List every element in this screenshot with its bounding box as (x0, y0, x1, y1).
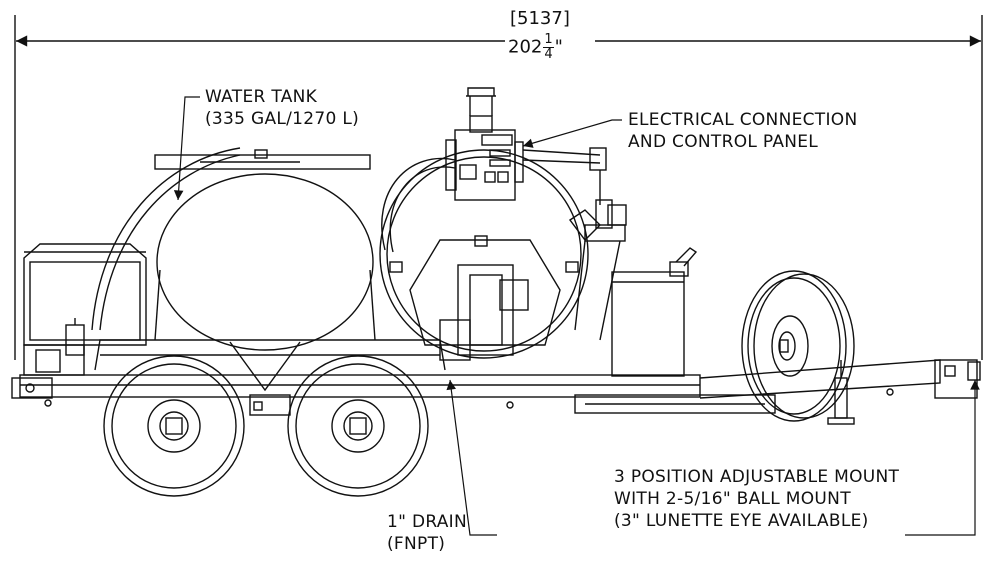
drain-label: 1" DRAIN (387, 512, 468, 532)
fraction-denominator: 4 (544, 47, 553, 62)
water-tank-capacity: (335 GAL/1270 L) (205, 109, 360, 129)
mount-label-line3: (3" LUNETTE EYE AVAILABLE) (614, 511, 869, 531)
leader-lines (173, 96, 980, 536)
trailer-frame (11, 359, 981, 425)
spare-tire (741, 270, 855, 422)
mount-label-line2: WITH 2-5/16" BALL MOUNT (614, 489, 851, 509)
overall-length-dimension (14, 15, 983, 360)
mount-callout: 3 POSITION ADJUSTABLE MOUNT WITH 2-5/16"… (614, 466, 899, 532)
electrical-label-line2: AND CONTROL PANEL (628, 132, 819, 152)
heater-drum (379, 149, 589, 361)
dimension-metric: [5137] (510, 8, 570, 29)
fuel-tank (611, 247, 698, 377)
drain-thread: (FNPT) (387, 534, 446, 554)
fender (94, 339, 446, 392)
dimension-whole: 202 (508, 36, 543, 58)
water-tank (91, 147, 376, 351)
engine-enclosure (23, 243, 147, 376)
valve-assembly (568, 204, 627, 341)
dimension-unit: " (554, 36, 563, 58)
electrical-label-line1: ELECTRICAL CONNECTION (628, 110, 858, 130)
trailer-wheel-front (103, 355, 245, 497)
mount-label-line1: 3 POSITION ADJUSTABLE MOUNT (614, 467, 900, 487)
trailer-wheel-rear (287, 355, 429, 497)
water-tank-callout: WATER TANK (335 GAL/1270 L) (205, 86, 359, 130)
fraction-numerator: 1 (543, 32, 554, 48)
electrical-callout: ELECTRICAL CONNECTION AND CONTROL PANEL (628, 109, 858, 153)
water-tank-label: WATER TANK (205, 87, 318, 107)
drain-callout: 1" DRAIN (FNPT) (387, 511, 467, 555)
electrical-control-panel (445, 87, 613, 229)
